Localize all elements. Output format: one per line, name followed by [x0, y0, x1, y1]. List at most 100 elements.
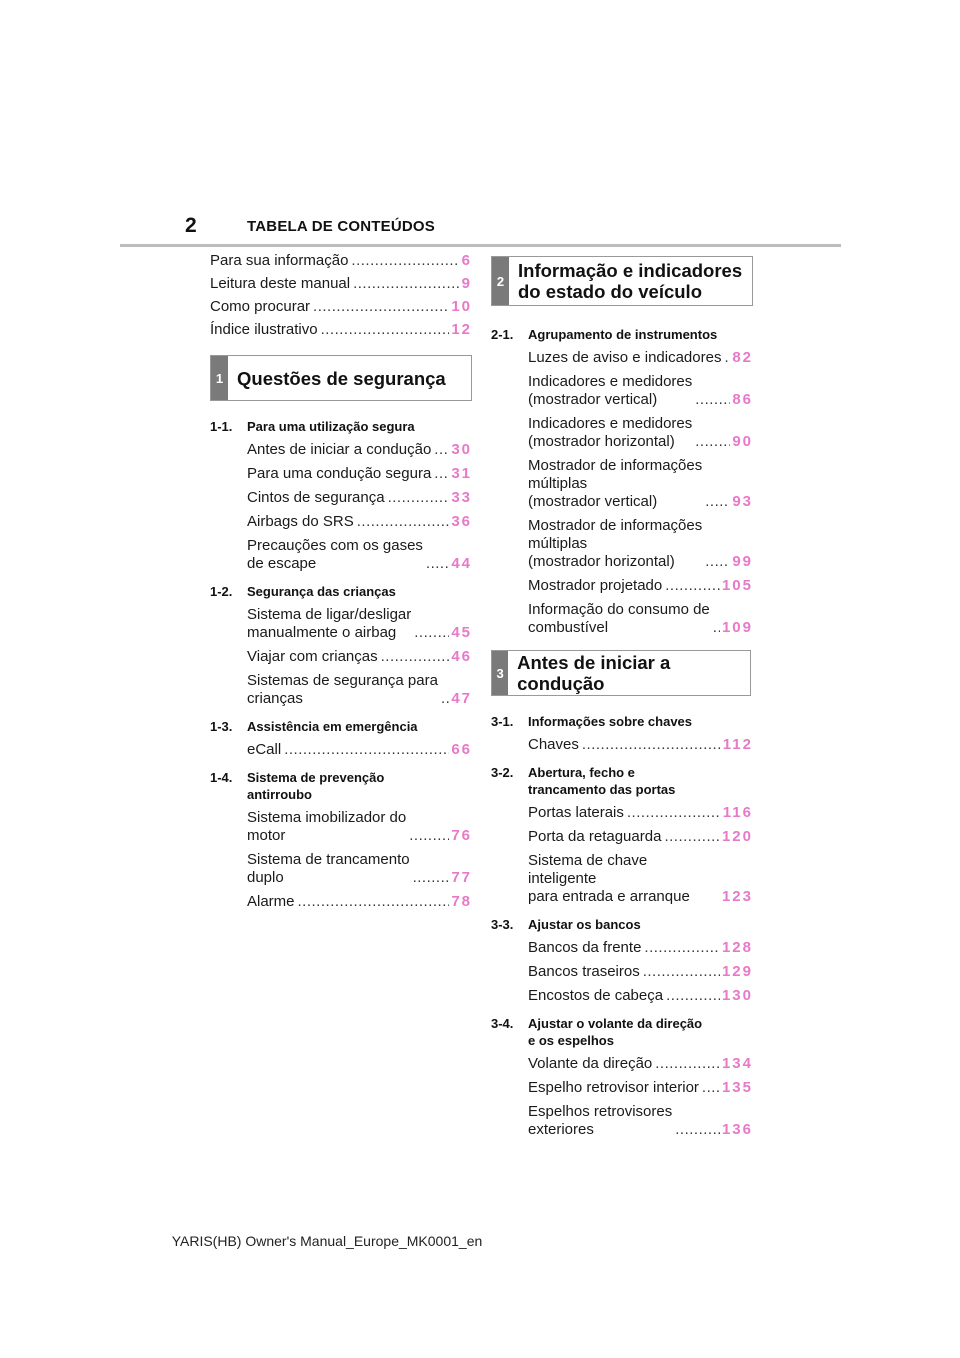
subsection-heading[interactable]: 1-2.Segurança das crianças: [210, 583, 472, 600]
page-link[interactable]: 46: [451, 648, 472, 665]
page-link[interactable]: 30: [451, 441, 472, 458]
page-link[interactable]: 99: [732, 553, 753, 570]
toc-entry[interactable]: Precauções com os gases de escape44: [210, 537, 472, 573]
toc-entry[interactable]: Luzes de aviso e indicadores82: [491, 349, 753, 367]
toc-entry[interactable]: Viajar com crianças46: [210, 648, 472, 666]
page-link[interactable]: 112: [722, 736, 753, 753]
page-link[interactable]: 105: [721, 577, 753, 594]
page-link[interactable]: 76: [451, 827, 472, 844]
toc-entry-label: Índice ilustrativo: [210, 321, 318, 338]
page-title: TABELA DE CONTEÚDOS: [247, 218, 435, 235]
page-link[interactable]: 129: [721, 963, 753, 980]
toc-entry[interactable]: Volante da direção 134: [491, 1055, 753, 1073]
toc-entry[interactable]: Bancos da frente128: [491, 939, 753, 957]
subsection-heading[interactable]: 1-1. Para uma utilização segura: [210, 418, 472, 435]
page-link[interactable]: 93: [732, 493, 753, 510]
page-link[interactable]: 136: [721, 1121, 753, 1138]
page-link[interactable]: 31: [451, 465, 472, 482]
page-link[interactable]: 66: [451, 741, 472, 758]
toc-entry[interactable]: Sistema imobilizador do motor 76: [210, 809, 472, 845]
toc-entry[interactable]: Espelho retrovisor interior135: [491, 1079, 753, 1097]
dot-leader: [409, 827, 449, 845]
page-link[interactable]: 128: [721, 939, 753, 956]
subsection-number: 2-1.: [491, 327, 514, 342]
toc-entry[interactable]: Mostrador de informações múltiplas (most…: [491, 457, 753, 511]
page-link[interactable]: 45: [451, 624, 472, 641]
page-link[interactable]: 77: [451, 869, 472, 886]
page-link[interactable]: 9: [461, 275, 472, 292]
toc-entry-label: Mostrador projetado: [528, 577, 663, 594]
page-link[interactable]: 123: [721, 888, 753, 905]
section-header-2[interactable]: 2 Informação e indicadores do estado do …: [491, 256, 753, 306]
subsection-heading[interactable]: 1-4.Sistema de prevenção antirroubo: [210, 769, 472, 803]
toc-entry[interactable]: Sistema de ligar/desligar manualmente o …: [210, 606, 472, 642]
toc-entry-label: Para sua informação: [210, 252, 349, 269]
page-link[interactable]: 47: [451, 690, 472, 707]
page-link[interactable]: 82: [732, 349, 753, 366]
page-link[interactable]: 33: [451, 489, 472, 506]
page-link[interactable]: 10: [451, 298, 472, 315]
page-link[interactable]: 116: [722, 804, 753, 821]
toc-entry[interactable]: Índice ilustrativo 12: [210, 321, 472, 339]
subsection-heading[interactable]: 2-1.Agrupamento de instrumentos: [491, 326, 753, 343]
section-3-list: 3-1.Informações sobre chavesChaves112 3-2…: [491, 713, 753, 1139]
page-link[interactable]: 44: [451, 555, 472, 572]
dot-leader: [705, 553, 730, 571]
page-link[interactable]: 36: [451, 513, 472, 530]
page-link[interactable]: 130: [721, 987, 753, 1004]
toc-entry-label: Volante da direção: [528, 1055, 653, 1072]
page-link[interactable]: 78: [451, 893, 472, 910]
page-link[interactable]: 6: [461, 252, 472, 269]
toc-entry[interactable]: Mostrador projetado 105: [491, 577, 753, 595]
toc-entry[interactable]: Como procurar10: [210, 298, 472, 316]
page-link[interactable]: 120: [721, 828, 753, 845]
section-header-3[interactable]: 3 Antes de iniciar a condução: [491, 650, 751, 696]
page-link[interactable]: 12: [451, 321, 472, 338]
toc-entry[interactable]: Indicadores e medidores (mostrador horiz…: [491, 415, 753, 451]
toc-entry-label: Espelhos retrovisores exteriores: [528, 1103, 673, 1138]
toc-entry[interactable]: Sistema de chave inteligente para entrad…: [491, 852, 753, 906]
toc-entry[interactable]: eCall66: [210, 741, 472, 759]
page-link[interactable]: 135: [721, 1079, 753, 1096]
page-link[interactable]: 109: [721, 619, 753, 636]
toc-entry[interactable]: Indicadores e medidores (mostrador verti…: [491, 373, 753, 409]
toc-entry[interactable]: Para uma condução segura31: [210, 465, 472, 483]
subsection-title: Para uma utilização segura: [247, 419, 415, 434]
toc-entry-label: Sistema imobilizador do motor: [247, 809, 407, 844]
section-header-1[interactable]: 1 Questões de segurança: [210, 355, 472, 401]
toc-entry[interactable]: Porta da retaguarda120: [491, 828, 753, 846]
subsection-number: 1-1.: [210, 419, 233, 434]
toc-entry[interactable]: Espelhos retrovisores exteriores 136: [491, 1103, 753, 1139]
subsection-heading[interactable]: 3-4.Ajustar o volante da direção e os es…: [491, 1015, 753, 1049]
dot-leader: [655, 1055, 720, 1073]
toc-entry[interactable]: Alarme78: [210, 893, 472, 911]
dot-leader: [724, 349, 730, 367]
page-link[interactable]: 134: [721, 1055, 753, 1072]
subsection-heading[interactable]: 3-3.Ajustar os bancos: [491, 916, 753, 933]
subsection-number: 3-2.: [491, 765, 514, 780]
toc-entry[interactable]: Bancos traseiros129: [491, 963, 753, 981]
section-number-badge: 3: [492, 651, 509, 695]
toc-entry[interactable]: Portas laterais116: [491, 804, 753, 822]
dot-leader: [426, 555, 449, 573]
toc-entry-label: Indicadores e medidores (mostrador horiz…: [528, 415, 693, 450]
toc-entry[interactable]: Encostos de cabeça130: [491, 987, 753, 1005]
subsection-heading[interactable]: 3-2.Abertura, fecho e trancamento das po…: [491, 764, 753, 798]
toc-entry[interactable]: Para sua informação 6: [210, 252, 472, 270]
toc-entry[interactable]: Airbags do SRS36: [210, 513, 472, 531]
page-link[interactable]: 90: [732, 433, 753, 450]
page-link[interactable]: 86: [732, 391, 753, 408]
toc-entry[interactable]: Cintos de segurança33: [210, 489, 472, 507]
subsection-heading[interactable]: 3-1.Informações sobre chaves: [491, 713, 753, 730]
toc-entry[interactable]: Leitura deste manual9: [210, 275, 472, 293]
toc-entry[interactable]: Chaves112: [491, 736, 753, 754]
toc-entry[interactable]: Sistema de trancamento duplo77: [210, 851, 472, 887]
subsection-title: Ajustar o volante da direção e os espelh…: [528, 1016, 703, 1048]
toc-entry[interactable]: Sistemas de segurança para crianças47: [210, 672, 472, 708]
subsection-heading[interactable]: 1-3.Assistência em emergência: [210, 718, 472, 735]
toc-entry[interactable]: Mostrador de informações múltiplas (most…: [491, 517, 753, 571]
toc-entry[interactable]: Informação do consumo de combustível109: [491, 601, 753, 637]
dot-leader: [713, 619, 720, 637]
toc-entry[interactable]: Antes de iniciar a condução30: [210, 441, 472, 459]
